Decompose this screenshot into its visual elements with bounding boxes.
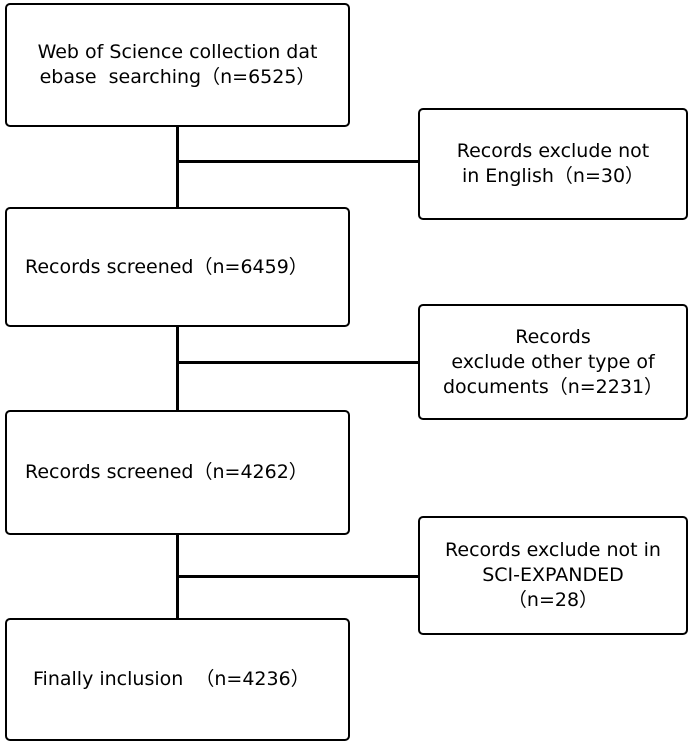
- step-final-inclusion: Finally inclusion （n=4236）: [5, 618, 350, 741]
- exclusion-text-line: exclude other type of: [451, 350, 655, 373]
- exclusion-text-line: Records exclude not in: [445, 539, 661, 561]
- step-text-line: Web of Science collection dat: [37, 41, 318, 63]
- step-text-line: Records screened（n=6459）: [25, 255, 308, 278]
- exclusion-text-line: （n=28）: [507, 589, 599, 611]
- step-text-line: ebase searching（n=6525）: [39, 66, 316, 88]
- step-records-screened-2: Records screened（n=4262）: [5, 410, 350, 535]
- connector-step2-step3: [176, 327, 179, 410]
- exclusion-other-document-types: Records exclude other type of documents（…: [418, 304, 688, 420]
- exclusion-text-line: in English（n=30）: [461, 165, 645, 187]
- exclusion-text-line: documents（n=2231）: [442, 375, 664, 398]
- connector-exclusion-3: [176, 575, 419, 578]
- step-text-line: Records screened（n=4262）: [25, 461, 308, 483]
- exclusion-text-line: Records: [515, 325, 591, 348]
- step-database-searching: Web of Science collection dat ebase sear…: [5, 3, 350, 127]
- exclusion-not-english: Records exclude not in English（n=30）: [418, 108, 688, 220]
- step-text-line: Finally inclusion （n=4236）: [33, 668, 310, 690]
- connector-exclusion-2: [176, 361, 419, 364]
- exclusion-text-line: SCI-EXPANDED: [482, 564, 624, 586]
- step-records-screened-1: Records screened（n=6459）: [5, 207, 350, 327]
- connector-exclusion-1: [176, 160, 419, 163]
- exclusion-not-sci-expanded: Records exclude not in SCI-EXPANDED （n=2…: [418, 516, 688, 635]
- connector-step1-step2: [176, 127, 179, 207]
- exclusion-text-line: Records exclude not: [456, 140, 650, 162]
